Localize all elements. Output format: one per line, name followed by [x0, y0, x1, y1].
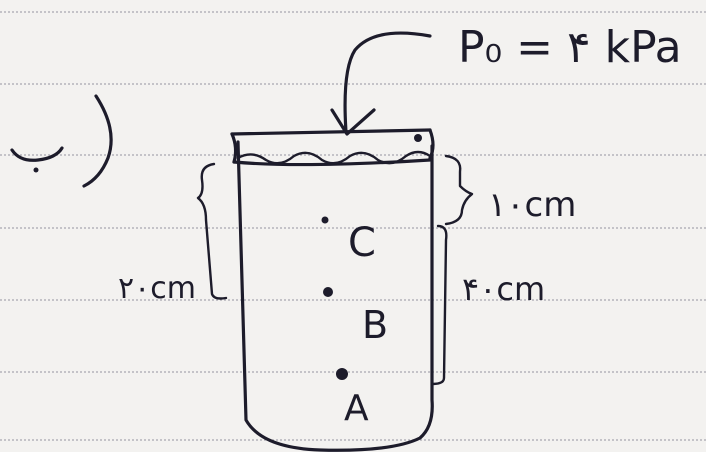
part-label: ب): [40, 137, 43, 139]
point-a-dot: [336, 368, 348, 380]
height-b-label: ۴۰cm: [462, 270, 545, 308]
point-b-label: B: [362, 303, 388, 347]
part-label-paren: [82, 94, 113, 188]
pressure-arrow: [343, 31, 432, 134]
right-bracket-long: [430, 224, 448, 386]
point-a-label: A: [344, 388, 369, 429]
pressure-arrowhead: [330, 108, 376, 136]
part-label-dot: [33, 167, 39, 173]
liquid-surface: [236, 150, 432, 165]
right-brace-short: [444, 154, 474, 226]
height-c-label: ۱۰cm: [488, 185, 576, 225]
part-label-glyph: [10, 146, 64, 162]
pressure-label: P₀ = ۴ kPa: [458, 22, 682, 73]
point-c-label: C: [348, 220, 376, 266]
point-b-dot: [323, 287, 333, 297]
left-brace: [196, 162, 228, 300]
height-total-label: ۲۰cm: [118, 271, 196, 306]
point-c-dot: [321, 216, 329, 224]
